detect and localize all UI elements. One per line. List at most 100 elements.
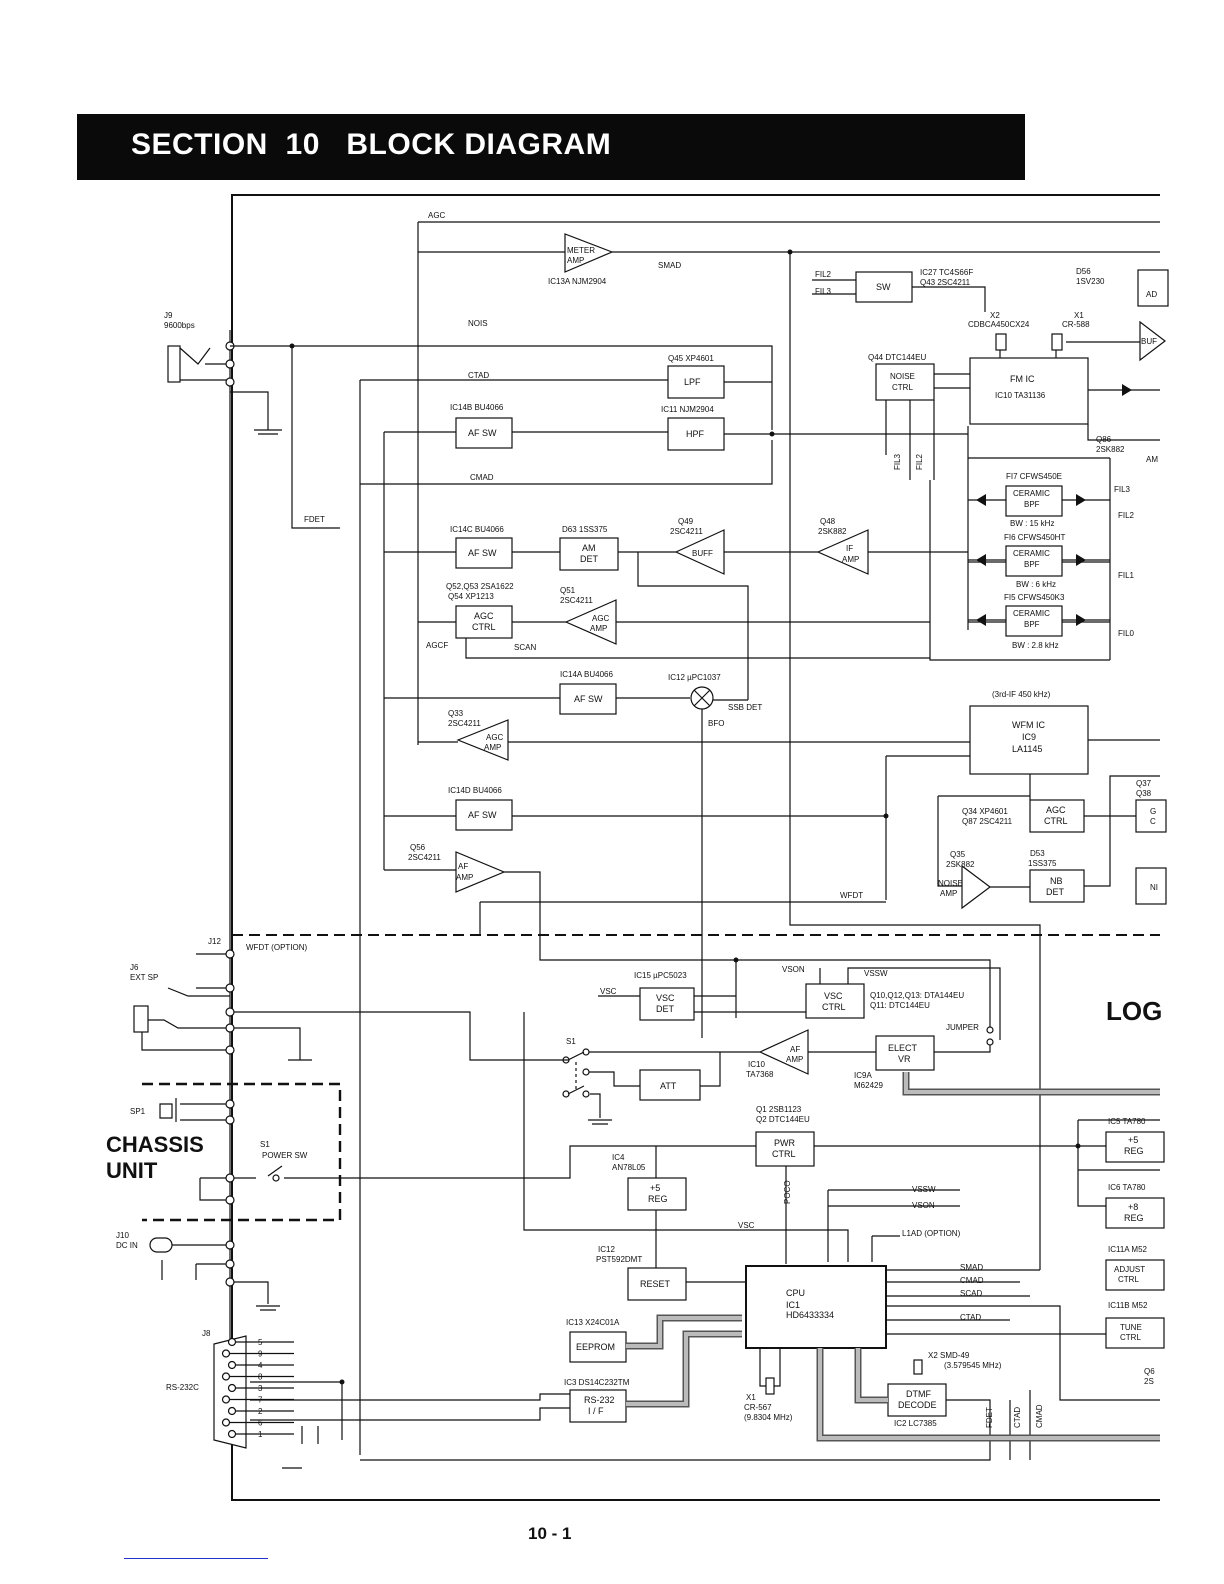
svg-text:NB: NB: [1050, 876, 1063, 886]
svg-text:M62429: M62429: [854, 1081, 883, 1090]
svg-text:IC14A BU4066: IC14A BU4066: [560, 670, 613, 679]
svg-text:D56: D56: [1076, 267, 1091, 276]
svg-text:FIL2: FIL2: [815, 270, 832, 279]
svg-text:(3.579545 MHz): (3.579545 MHz): [944, 1361, 1002, 1370]
svg-text:IC4: IC4: [612, 1153, 625, 1162]
svg-text:IC2 LC7385: IC2 LC7385: [894, 1419, 937, 1428]
svg-text:AMP: AMP: [456, 873, 473, 882]
svg-text:Q33: Q33: [448, 709, 464, 718]
wfm-section: (3rd-IF 450 kHz) WFM IC IC9 LA1145 AF SW…: [384, 690, 1167, 900]
lpf-block: [667, 365, 725, 399]
svg-text:IC27 TC4S66F: IC27 TC4S66F: [920, 268, 973, 277]
svg-text:Q35: Q35: [950, 850, 966, 859]
svg-text:AM: AM: [1146, 455, 1158, 464]
svg-text:X1: X1: [746, 1393, 756, 1402]
svg-text:NOISE: NOISE: [938, 879, 963, 888]
svg-text:AD: AD: [1146, 290, 1157, 299]
svg-text:IF: IF: [846, 544, 853, 553]
svg-text:D53: D53: [1030, 849, 1045, 858]
svg-text:IC1: IC1: [786, 1300, 800, 1310]
vsc-section: IC15 µPC5023 VSC DET VSC VSC CTRL Q10,Q1…: [598, 957, 1001, 1053]
svg-text:RS-232C: RS-232C: [166, 1383, 199, 1392]
svg-text:FDET: FDET: [985, 1407, 994, 1428]
svg-text:CR-588: CR-588: [1062, 320, 1090, 329]
svg-text:IC9A: IC9A: [854, 1071, 872, 1080]
svg-text:D63 1SS375: D63 1SS375: [562, 525, 608, 534]
cpu-section: IC12 PST592DMT RESET CPU IC1 HD6433334 S…: [360, 1245, 1165, 1461]
svg-text:LPF: LPF: [684, 377, 701, 387]
svg-text:X1: X1: [1074, 311, 1084, 320]
svg-text:CERAMIC: CERAMIC: [1013, 489, 1050, 498]
svg-text:1SS375: 1SS375: [1028, 859, 1057, 868]
sw-block: [855, 271, 913, 303]
logic-unit-label: LOG: [1106, 996, 1162, 1026]
svg-text:RS-232: RS-232: [584, 1395, 615, 1405]
svg-text:BUF: BUF: [1141, 337, 1157, 346]
ssb-section: AF SW IC14A BU4066 IC12 µPC1037 SSB DET …: [384, 670, 970, 1038]
svg-text:HPF: HPF: [686, 429, 705, 439]
svg-text:SMAD: SMAD: [960, 1263, 983, 1272]
cmad-label: CMAD: [470, 473, 494, 482]
svg-text:LA1145: LA1145: [1012, 744, 1042, 754]
af-sw-b: AF SW IC14B BU4066: [384, 403, 668, 449]
svg-text:METER: METER: [567, 246, 595, 255]
svg-text:IC12 µPC1037: IC12 µPC1037: [668, 673, 721, 682]
j9-jack: J9 9600bps: [164, 311, 282, 435]
svg-text:CERAMIC: CERAMIC: [1013, 609, 1050, 618]
svg-text:CMAD: CMAD: [960, 1276, 984, 1285]
svg-text:G: G: [1150, 807, 1156, 816]
svg-text:FI6 CFWS450HT: FI6 CFWS450HT: [1004, 533, 1065, 542]
j8-pin: [227, 1406, 237, 1416]
svg-text:AMP: AMP: [842, 555, 859, 564]
svg-text:VR: VR: [898, 1054, 911, 1064]
svg-text:FIL0: FIL0: [1118, 629, 1135, 638]
j8-pin: [227, 1337, 237, 1347]
svg-text:AMP: AMP: [567, 256, 584, 265]
chassis-unit-label: CHASSIS: [106, 1132, 204, 1157]
chassis-connectors: J12 WFDT (OPTION) J6 EXT SP SP1 S1 POWER…: [116, 937, 756, 1311]
svg-text:FIL2: FIL2: [1118, 511, 1135, 520]
svg-text:DET: DET: [580, 554, 599, 564]
svg-text:WFM IC: WFM IC: [1012, 720, 1045, 730]
agc-label: AGC: [428, 211, 446, 220]
svg-text:IC14D BU4066: IC14D BU4066: [448, 786, 502, 795]
svg-text:EEPROM: EEPROM: [576, 1342, 615, 1352]
page-number: 10 - 1: [528, 1524, 572, 1543]
svg-text:AMP: AMP: [590, 624, 607, 633]
svg-text:IC5 TA780: IC5 TA780: [1108, 1117, 1146, 1126]
svg-text:Q54 XP1213: Q54 XP1213: [448, 592, 494, 601]
svg-text:J6: J6: [130, 963, 139, 972]
svg-text:AF SW: AF SW: [574, 694, 603, 704]
svg-text:IC13A NJM2904: IC13A NJM2904: [548, 277, 607, 286]
svg-text:NI: NI: [1150, 883, 1158, 892]
lpf-hpf: LPF Q45 XP4601 HPF IC11 NJM2904: [661, 354, 968, 451]
fm-ic-block: [969, 357, 1089, 425]
svg-text:FIL2: FIL2: [915, 453, 924, 470]
svg-text:2SK882: 2SK882: [946, 860, 975, 869]
af-amp-nb-section: AF AMP Q56 2SC4211 NOISE AMP Q35 2SK882 …: [384, 816, 1167, 961]
svg-text:FM IC: FM IC: [1010, 374, 1035, 384]
svg-text:IC11A M52: IC11A M52: [1108, 1245, 1148, 1254]
svg-text:PST592DMT: PST592DMT: [596, 1255, 642, 1264]
j8-pin: [221, 1418, 231, 1427]
svg-text:FI7 CFWS450E: FI7 CFWS450E: [1006, 472, 1062, 481]
svg-text:AMP: AMP: [484, 743, 501, 752]
svg-text:Q10,Q12,Q13: DTA144EU: Q10,Q12,Q13: DTA144EU: [870, 991, 964, 1000]
j8-pin: [221, 1372, 231, 1381]
svg-text:HD6433334: HD6433334: [786, 1310, 834, 1320]
svg-text:S1: S1: [260, 1140, 270, 1149]
svg-text:Q34 XP4601: Q34 XP4601: [962, 807, 1008, 816]
svg-text:Q56: Q56: [410, 843, 426, 852]
j8-pin: [221, 1395, 231, 1404]
svg-text:AM: AM: [582, 543, 596, 553]
svg-text:REG: REG: [1124, 1146, 1144, 1156]
svg-text:IC14C BU4066: IC14C BU4066: [450, 525, 504, 534]
svg-text:CTAD: CTAD: [1013, 1407, 1022, 1428]
svg-text:CPU: CPU: [786, 1288, 805, 1298]
agc-section: AGC CTRL Q52,Q53 2SA1622 Q54 XP1213 AGC …: [418, 582, 930, 659]
diagram-frame: [231, 194, 1160, 1501]
svg-text:AF SW: AF SW: [468, 548, 497, 558]
footer-link-rule: [124, 1558, 268, 1559]
svg-text:Q11: DTC144EU: Q11: DTC144EU: [870, 1001, 930, 1010]
svg-text:Q2 DTC144EU: Q2 DTC144EU: [756, 1115, 810, 1124]
